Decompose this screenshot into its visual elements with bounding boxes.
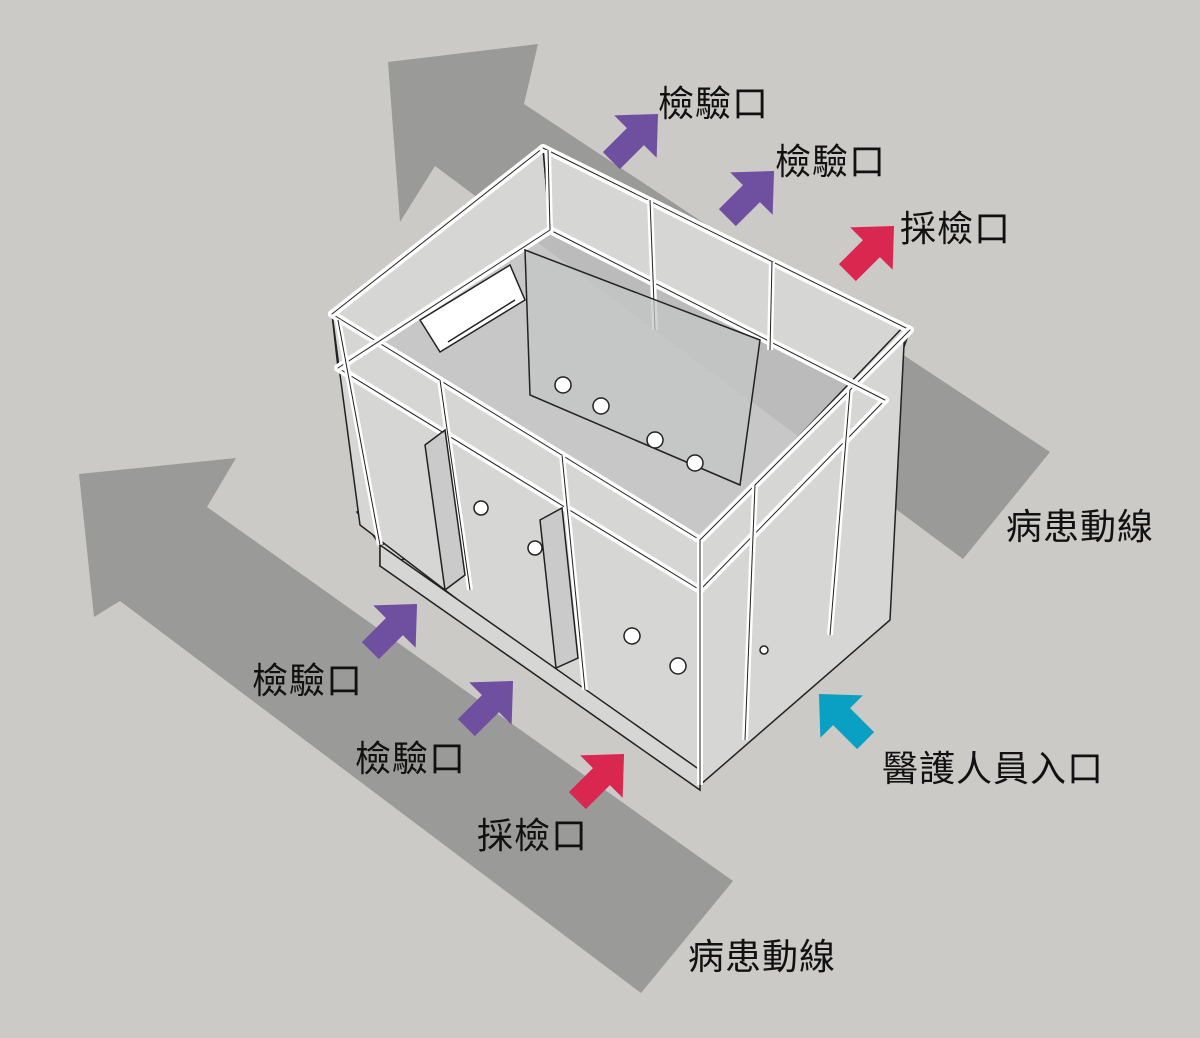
post-edge xyxy=(829,389,851,636)
port-hole xyxy=(646,431,664,449)
glass-partition xyxy=(524,248,761,487)
frame-mid-right-edge xyxy=(699,399,886,591)
frame-top-right-edge xyxy=(699,329,911,541)
ac-vent xyxy=(447,299,516,343)
label-sampling-front: 採檢口 xyxy=(477,816,589,857)
port-hole xyxy=(554,376,572,394)
inspection-arrow-front-1 xyxy=(361,603,418,660)
air-conditioner xyxy=(418,263,526,354)
label-inspection-front-1: 檢驗口 xyxy=(252,661,364,702)
port-hole xyxy=(473,500,489,516)
frame-mid-left-edge xyxy=(337,229,551,369)
inspection-arrow-top-1 xyxy=(602,113,659,170)
label-staff-entrance: 醫護人員入口 xyxy=(882,749,1105,790)
glass-door-left xyxy=(424,428,466,592)
port-hole xyxy=(686,454,704,472)
sampling-arrow-front xyxy=(568,753,625,810)
staff-entrance-arrow xyxy=(818,693,875,750)
frame-top-front-edge xyxy=(331,313,701,541)
port-hole xyxy=(527,540,543,556)
door-handle xyxy=(759,645,769,655)
base-skirt xyxy=(379,543,701,792)
label-sampling-top: 採檢口 xyxy=(900,209,1012,250)
inspection-arrow-front-2 xyxy=(457,680,514,737)
post-edge xyxy=(561,454,586,691)
label-inspection-front-2: 檢驗口 xyxy=(355,739,467,780)
frame-mid-back-edge xyxy=(549,229,886,401)
frame-top-left-edge xyxy=(331,147,544,315)
label-inspection-top-2: 檢驗口 xyxy=(775,142,887,183)
patient-flow-arrow-front xyxy=(79,458,733,993)
post-edge xyxy=(439,379,471,591)
post-edge xyxy=(547,149,551,231)
post-edge xyxy=(769,261,773,351)
label-inspection-top-1: 檢驗口 xyxy=(658,84,770,125)
isolation-booth-illustration xyxy=(328,144,914,792)
glass-door-right xyxy=(539,506,579,670)
post-edge xyxy=(337,319,381,546)
inspection-arrow-top-2 xyxy=(718,170,775,227)
label-patient-flow-bottom: 病患動線 xyxy=(688,937,837,978)
sampling-arrow-top xyxy=(838,225,895,282)
label-patient-flow-right: 病患動線 xyxy=(1006,507,1155,548)
port-hole xyxy=(623,627,641,645)
post-edge xyxy=(744,484,756,741)
port-hole xyxy=(669,657,687,675)
frame-top-back-edge xyxy=(542,147,911,331)
frame-mid-front-edge xyxy=(337,367,701,591)
port-hole xyxy=(592,397,610,415)
